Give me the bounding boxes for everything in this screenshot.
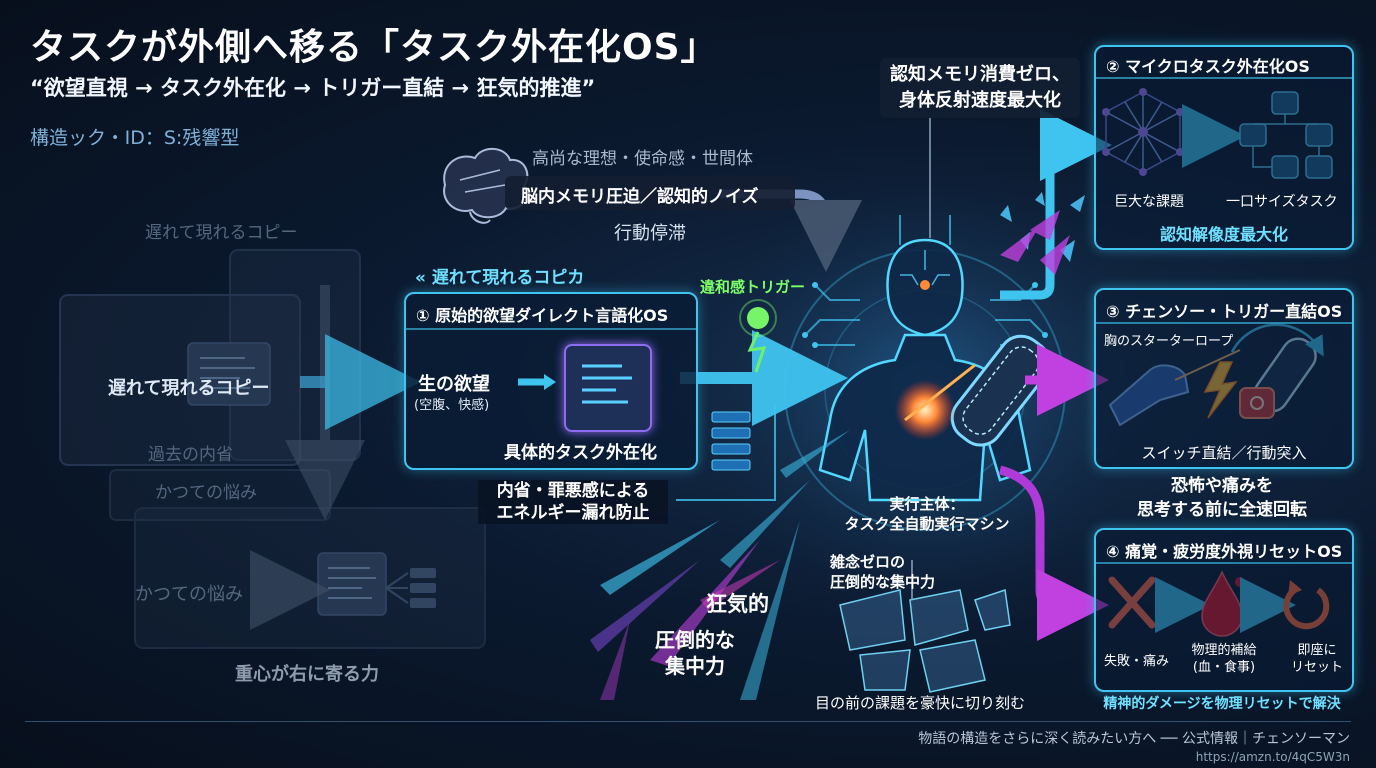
- stagnation-label: 行動停滞: [614, 223, 686, 244]
- faded-copy-label-top: 遅れて現れるコピー: [145, 223, 298, 243]
- prevention-line-1: 内省・罪悪感による: [496, 481, 650, 501]
- os1-panel: ① 原始的欲望ダイレクト言語化OS 生の欲望 (空腹、快感) 具体的タスク外在化: [404, 292, 698, 470]
- refill-label: 物理的補給 (血・食事): [1184, 642, 1264, 676]
- reset-line-1: 即座に: [1297, 643, 1337, 658]
- fear-line-1: 恐怖や痛みを: [1171, 476, 1273, 496]
- memory-pressure-label: 脳内メモリ圧迫／認知的ノイズ: [521, 187, 759, 207]
- no-distraction-line-1: 雑念ゼロの: [830, 553, 906, 571]
- switch-label: スイッチ直結／行動突入: [1141, 444, 1307, 462]
- os2-title: ② マイクロタスク外在化OS: [1106, 57, 1310, 76]
- task-bar-stack: [711, 411, 751, 471]
- madness-label: 狂気的: [706, 592, 769, 616]
- os2-panel: ② マイクロタスク外在化OS 巨大な課題 一口サイズタスク 認知解像度最大化: [1094, 45, 1354, 250]
- gravity-label: 重心が右に寄る力: [235, 664, 379, 685]
- page-title: タスクが外側へ移る「タスク外在化OS」: [30, 27, 718, 68]
- page-subtitle: “欲望直視 → タスク外在化 → トリガー直結 → 狂気的推進”: [30, 76, 596, 100]
- footer-divider: [25, 721, 1351, 722]
- os4-panel: ④ 痛覚・疲労度外視リセットOS 失敗・痛み 物理的補給 (血・食事) 即座に …: [1094, 528, 1354, 692]
- cognitive-memory-box: 認知メモリ消費ゼロ、 身体反射速度最大化: [880, 58, 1080, 118]
- trigger-label: 違和感トリガー: [700, 278, 806, 296]
- footer-text: 物語の構造をさらに深く読みたい方へ ── 公式情報｜チェンソーマン: [918, 731, 1350, 747]
- document-icon: [564, 344, 652, 432]
- prevention-line-2: エネルギー漏れ防止: [496, 503, 650, 523]
- fear-label: 恐怖や痛みを 思考する前に全速回転: [1094, 474, 1350, 522]
- raw-desire-label: 生の欲望: [418, 374, 490, 395]
- raw-desire-sub: (空腹、快感): [414, 398, 490, 413]
- os2-divider: [1096, 77, 1352, 79]
- os3-divider: [1096, 322, 1352, 324]
- os2-caption: 認知解像度最大化: [1159, 225, 1288, 244]
- energy-shards: [590, 430, 850, 700]
- executor-line-2: タスク全自動実行マシン: [844, 515, 1010, 533]
- reset-line-2: リセット: [1290, 660, 1343, 675]
- footer-url[interactable]: https://amzn.to/4qC5W3n: [1195, 750, 1350, 764]
- executor-label: 実行主体： タスク全自動実行マシン: [812, 494, 1042, 534]
- overwhelming-label: 圧倒的な 集中力: [640, 627, 750, 679]
- ideals-label: 高尚な理想・使命感・世間体: [532, 149, 753, 169]
- cognitive-memory-line-2: 身体反射速度最大化: [899, 90, 1061, 111]
- no-distraction-label: 雑念ゼロの 圧倒的な集中力: [830, 552, 935, 592]
- failure-label: 失敗・痛み: [1104, 654, 1170, 669]
- prevention-label: 内省・罪悪感による エネルギー漏れ防止: [478, 480, 668, 524]
- refill-line-1: 物理的補給: [1191, 643, 1257, 658]
- bite-task-label: 一口サイズタスク: [1226, 194, 1338, 210]
- os4-caption: 精神的ダメージを物理リセットで解決: [1103, 696, 1341, 712]
- os4-title: ④ 痛覚・疲労度外視リセットOS: [1106, 542, 1343, 561]
- os1-arrow-icon: [518, 374, 556, 390]
- old-worry-label-2: かつての悩み: [135, 584, 243, 605]
- starter-rope-label: 胸のスターターロープ: [1104, 334, 1234, 349]
- big-task-label: 巨大な課題: [1114, 194, 1184, 210]
- faded-copy-label-center: 遅れて現れるコピー: [108, 378, 270, 399]
- cut-tasks-label: 目の前の課題を豪快に切り刻む: [815, 694, 1026, 712]
- overwhelming-line-2: 集中力: [665, 654, 725, 678]
- chainsaw-icon: [950, 334, 1051, 447]
- no-distraction-line-2: 圧倒的な集中力: [830, 573, 936, 591]
- os1-title: ① 原始的欲望ダイレクト言語化OS: [416, 306, 669, 325]
- trigger-bolt-icon: [739, 299, 777, 373]
- structure-id: 構造ック・ID：S:残響型: [30, 127, 240, 149]
- shattered-block: [839, 589, 1011, 693]
- purple-streaks: [1000, 210, 1070, 275]
- overwhelming-line-1: 圧倒的な: [655, 628, 735, 652]
- executor-line-1: 実行主体：: [889, 495, 965, 513]
- os1-divider: [406, 328, 696, 330]
- concrete-task-label: 具体的タスク外在化: [504, 443, 657, 463]
- reset-label: 即座に リセット: [1284, 642, 1350, 676]
- memory-pressure-box: 脳内メモリ圧迫／認知的ノイズ: [505, 176, 795, 210]
- os3-panel: ③ チェンソー・トリガー直結OS 胸のスターターロープ スイッチ直結／行動突入: [1094, 288, 1354, 469]
- delayed-copy-label: « 遅れて現れるコピカ: [415, 268, 585, 288]
- refill-line-2: (血・食事): [1192, 660, 1256, 675]
- fear-line-2: 思考する前に全速回転: [1137, 500, 1307, 520]
- os4-divider: [1096, 562, 1352, 564]
- old-worry-label-1: かつての悩み: [155, 483, 257, 503]
- past-reflection-label: 過去の内省: [148, 445, 233, 465]
- os3-title: ③ チェンソー・トリガー直結OS: [1106, 302, 1343, 321]
- cognitive-memory-line-1: 認知メモリ消費ゼロ、: [890, 64, 1070, 85]
